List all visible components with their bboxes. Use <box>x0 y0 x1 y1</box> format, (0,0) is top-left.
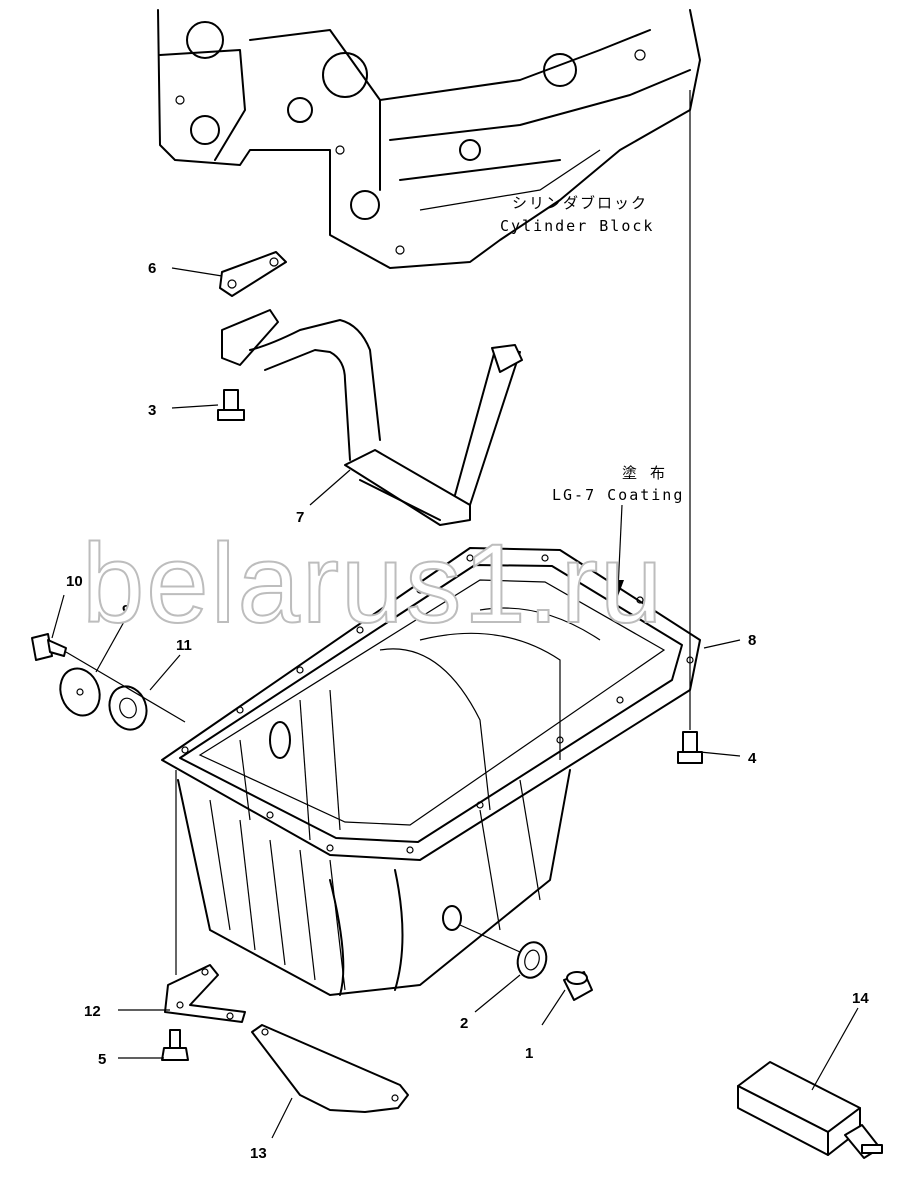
part-4-bolt <box>677 731 703 764</box>
coating-label-jp: 塗 布 <box>622 464 667 482</box>
label-part-2: 2 <box>460 1015 468 1032</box>
label-part-6: 6 <box>148 260 156 277</box>
part-14-tool <box>737 1061 883 1159</box>
label-part-1: 1 <box>525 1045 533 1062</box>
coating-arrow <box>617 504 623 591</box>
watermark-text: belarus1.ru <box>82 521 664 646</box>
label-part-7: 7 <box>296 509 304 526</box>
cylinder-block-label-en: Cylinder Block <box>500 217 654 235</box>
label-part-11: 11 <box>176 637 192 654</box>
part-13-plate <box>251 1024 409 1113</box>
part-11-gasket <box>108 685 148 731</box>
cylinder-block-label-jp: シリンダブロック <box>512 194 648 212</box>
label-part-9: 9 <box>122 602 130 619</box>
label-part-8: 8 <box>748 632 756 649</box>
part-3-bolt <box>217 389 245 421</box>
label-part-5: 5 <box>98 1051 106 1068</box>
part-10-bolt <box>31 633 67 661</box>
part-9-cover <box>59 667 101 717</box>
label-part-14: 14 <box>852 990 869 1007</box>
part-7-suction-pipe <box>221 309 523 526</box>
coating-label-en: LG-7 Coating <box>552 486 684 504</box>
label-part-10: 10 <box>66 573 83 590</box>
part-8-oil-pan <box>161 547 701 996</box>
guide-line-side-cover <box>65 651 186 723</box>
cylinder-block <box>157 9 701 269</box>
label-part-12: 12 <box>84 1003 101 1020</box>
part-6-gasket <box>219 251 287 297</box>
part-5-stud <box>161 1029 189 1061</box>
label-part-4: 4 <box>748 750 757 767</box>
label-part-13: 13 <box>250 1145 267 1162</box>
guide-line-drain <box>459 924 521 953</box>
part-1-drain-plug <box>563 971 593 1001</box>
part-12-plate <box>164 964 246 1023</box>
leader-lines <box>51 267 859 1139</box>
part-2-gasket <box>516 941 548 979</box>
label-part-3: 3 <box>148 402 156 419</box>
